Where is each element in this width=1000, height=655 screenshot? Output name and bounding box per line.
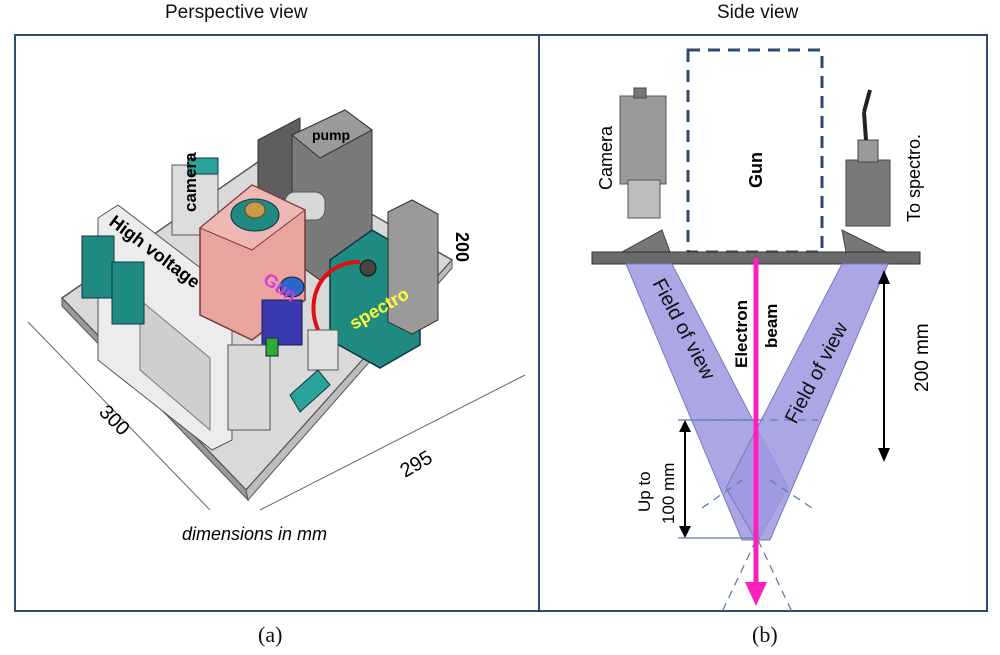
spectro-fiber-port — [359, 259, 377, 277]
camera-mount — [187, 157, 219, 175]
side-camera-label: Camera — [596, 125, 616, 190]
to-spectro-label: To spectro. — [904, 134, 924, 222]
pump-top — [291, 109, 373, 159]
caption-a: (a) — [258, 622, 283, 647]
gun-outline — [686, 48, 824, 254]
fov-left-extension — [757, 539, 793, 613]
electron-label: Electron — [732, 300, 751, 368]
dim-295-line — [259, 374, 526, 511]
field-of-view-right — [725, 263, 889, 541]
side-spectro-body — [845, 159, 891, 227]
spectro-side-plate — [387, 199, 439, 335]
panel-b-frame — [538, 34, 988, 612]
gun-feedthrough — [244, 201, 266, 219]
side-camera-lens — [627, 179, 661, 219]
high-voltage-board — [139, 298, 211, 432]
lens-housing — [307, 329, 339, 371]
side-spectro-neck — [857, 139, 879, 163]
dimensions-note: dimensions in mm — [182, 524, 327, 544]
distance-100-arrow-bottom — [679, 526, 691, 538]
gun-port — [279, 276, 305, 298]
optical-fiber — [311, 260, 361, 331]
side-camera-body — [619, 95, 667, 185]
distance-100-arrow-top — [679, 420, 691, 432]
camera-label: camera — [181, 152, 200, 212]
beam-label: beam — [762, 304, 781, 348]
camera-bracket — [621, 229, 671, 253]
spectro-bracket — [841, 229, 887, 253]
hv-module-2 — [111, 261, 145, 325]
overlap-right-guide — [769, 479, 813, 509]
fov-right-extension — [721, 539, 757, 613]
side-gun-label: Gun — [746, 152, 766, 188]
caption-b: (b) — [752, 622, 778, 647]
side-camera-top — [633, 87, 647, 99]
panel-a-title: Perspective view — [165, 2, 308, 23]
distance-200-arrow-top — [878, 270, 890, 284]
side-spectro-fiber — [862, 89, 872, 141]
distance-200-arrow-bottom — [878, 448, 890, 462]
lens-bracket — [289, 369, 331, 413]
electron-beam-arrowhead — [745, 582, 767, 606]
pump-label: pump — [312, 127, 350, 143]
dim-200-label: 200 — [452, 232, 472, 262]
dim-300-line — [27, 321, 211, 511]
lower-electronics — [227, 344, 271, 431]
panel-b-title: Side view — [717, 2, 799, 23]
up-to-label: Up to — [635, 471, 654, 512]
up-to-100mm-label: 100 mm — [659, 463, 678, 524]
green-connector — [265, 337, 279, 357]
distance-200-label: 200 mm — [912, 323, 933, 392]
